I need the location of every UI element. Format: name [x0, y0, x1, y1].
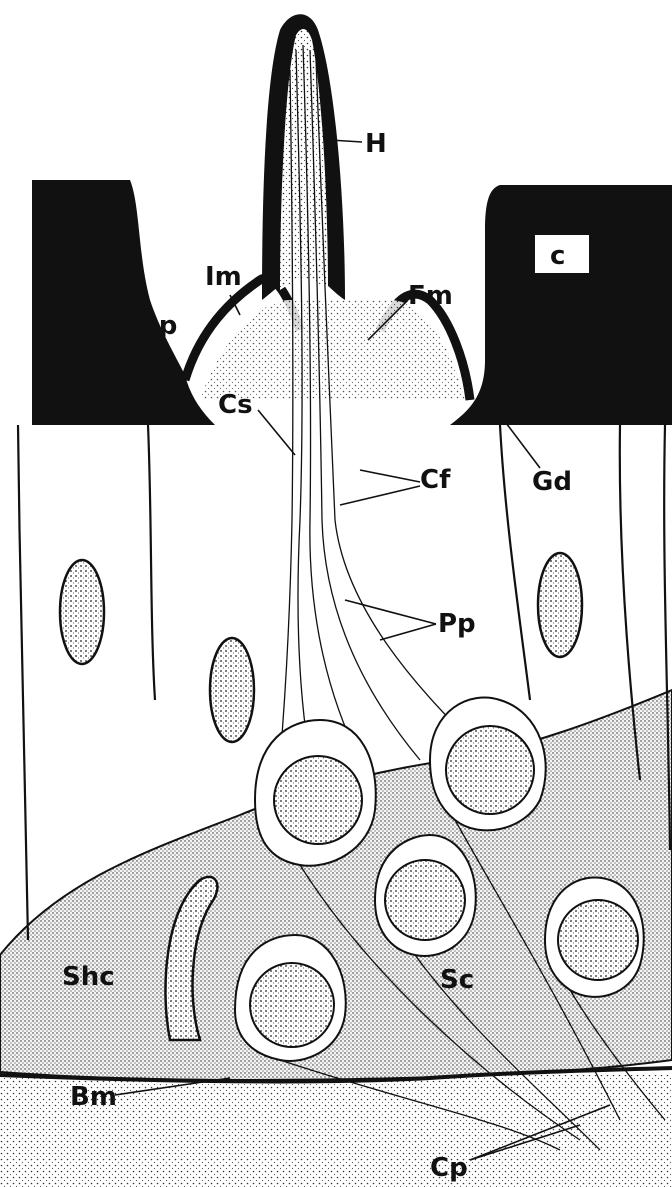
label-Cs: Cs	[218, 390, 253, 420]
label-Pp: Pp	[438, 609, 476, 639]
panel-label: c	[550, 241, 565, 271]
cuticle-left	[32, 180, 215, 425]
label-Cf: Cf	[420, 465, 451, 495]
epidermal-nucleus	[538, 553, 582, 657]
label-Shc: Shc	[62, 962, 115, 992]
label-H: H	[365, 129, 387, 159]
epidermal-nucleus	[210, 638, 254, 742]
label-Sp: Sp	[140, 311, 177, 341]
label-Gd: Gd	[532, 467, 572, 497]
label-Sc: Sc	[440, 965, 474, 995]
label-Im: Im	[205, 262, 242, 292]
label-Cp: Cp	[430, 1153, 468, 1183]
label-Fm: Fm	[408, 281, 453, 311]
label-Bm: Bm	[70, 1082, 117, 1112]
epidermal-nucleus	[60, 560, 104, 664]
cuticle-right	[450, 185, 672, 425]
